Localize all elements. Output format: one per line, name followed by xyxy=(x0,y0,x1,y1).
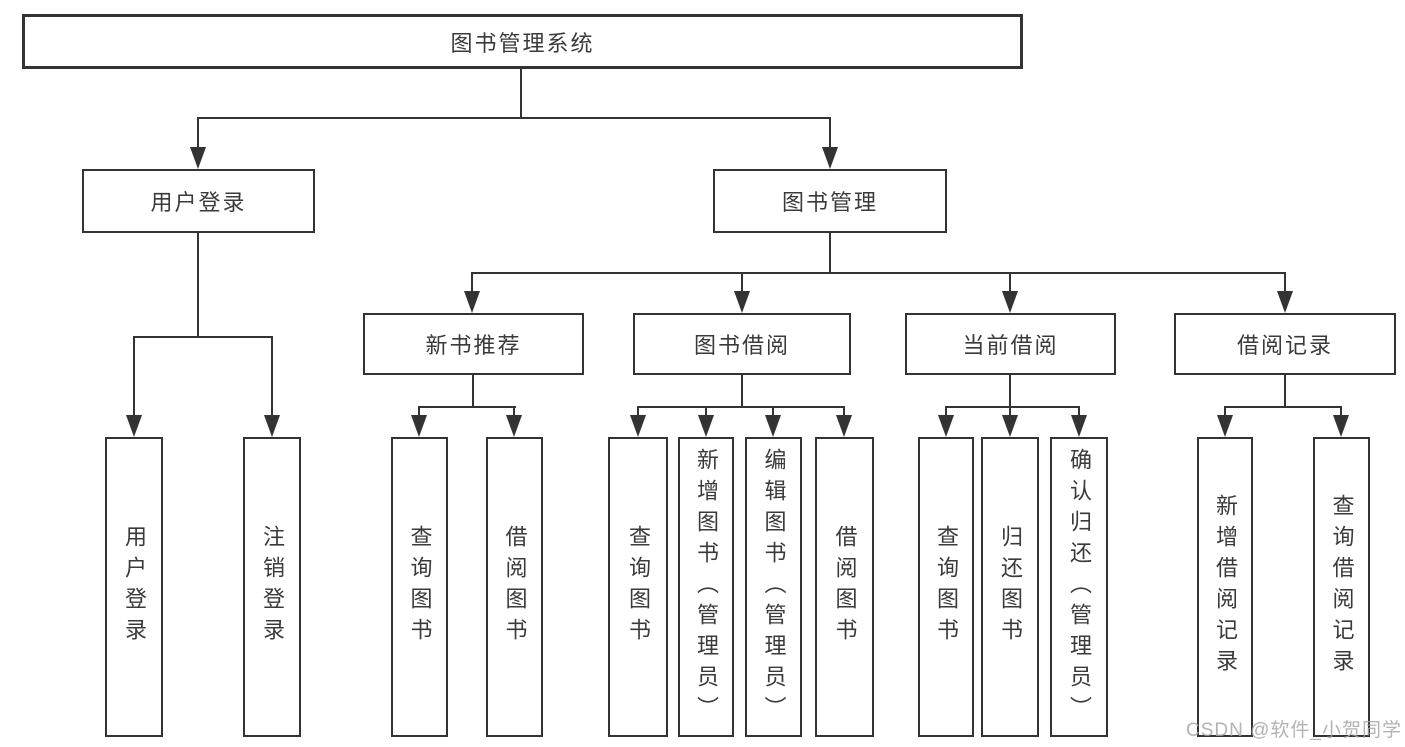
leaf-borrow-books: 借阅图书 xyxy=(815,437,874,737)
node-current-borrowing: 当前借阅 xyxy=(905,313,1116,375)
arrow-down-icon xyxy=(1071,415,1087,437)
connector-stem xyxy=(1284,375,1286,408)
leaf-label: 新增图书（管理员） xyxy=(694,447,719,727)
connector-drop-user-login xyxy=(197,117,199,150)
node-label: 图书管理系统 xyxy=(450,30,595,56)
node-label: 图书管理 xyxy=(781,190,878,215)
connector-user-login-stem xyxy=(197,233,199,337)
leaf-label: 查询图书 xyxy=(626,525,651,649)
node-label: 新书推荐 xyxy=(425,333,522,358)
connector-drop-leaf xyxy=(637,406,639,420)
node-book-borrowing: 图书借阅 xyxy=(633,313,851,375)
leaf-return-books: 归还图书 xyxy=(981,437,1039,737)
arrow-down-icon xyxy=(126,415,142,437)
connector-drop-leaf xyxy=(418,406,420,420)
connector-drop-leaf xyxy=(1340,406,1342,420)
arrow-down-icon xyxy=(630,415,646,437)
connector-drop-book-borrow xyxy=(741,272,743,294)
connector-drop-leaf xyxy=(843,406,845,420)
arrow-down-icon xyxy=(734,291,750,313)
connector-bar xyxy=(418,406,516,408)
node-book-management: 图书管理 xyxy=(713,169,947,233)
leaf-label: 归还图书 xyxy=(998,525,1023,649)
connector-drop-leaf xyxy=(1224,406,1226,420)
connector-level3-bar xyxy=(471,272,1286,274)
leaf-label: 借阅图书 xyxy=(502,525,528,649)
connector-drop-leaf xyxy=(945,406,947,420)
connector-drop-leaf xyxy=(1078,406,1080,420)
arrow-down-icon xyxy=(822,147,838,169)
node-new-book-recommend: 新书推荐 xyxy=(363,313,584,375)
leaf-label: 注销登录 xyxy=(260,525,285,649)
leaf-label: 用户登录 xyxy=(122,525,147,649)
connector-drop-leaf xyxy=(513,406,515,420)
connector-drop-borrow-records xyxy=(1284,272,1286,294)
leaf-user-login: 用户登录 xyxy=(105,437,163,737)
connector-drop-new-book xyxy=(471,272,473,294)
leaf-add-borrow-record: 新增借阅记录 xyxy=(1197,437,1253,737)
connector-drop-leaf xyxy=(133,336,135,416)
leaf-label: 编辑图书（管理员） xyxy=(761,447,787,727)
arrow-down-icon xyxy=(1333,415,1349,437)
connector-drop-leaf xyxy=(271,336,273,416)
leaf-edit-books-admin: 编辑图书（管理员） xyxy=(745,437,802,737)
leaf-label: 新增借阅记录 xyxy=(1213,494,1238,680)
leaf-query-books-recommend: 查询图书 xyxy=(391,437,448,737)
arrow-down-icon xyxy=(1002,415,1018,437)
arrow-down-icon xyxy=(765,415,781,437)
connector-drop-book-mgmt xyxy=(829,117,831,150)
leaf-query-borrow-record: 查询借阅记录 xyxy=(1313,437,1370,737)
node-label: 借阅记录 xyxy=(1236,333,1333,358)
node-user-login: 用户登录 xyxy=(82,169,315,233)
connector-bar xyxy=(637,406,845,408)
connector-drop-leaf xyxy=(705,406,707,420)
leaf-label: 查询图书 xyxy=(407,525,433,649)
node-label: 当前借阅 xyxy=(962,333,1059,358)
leaf-borrow-books-recommend: 借阅图书 xyxy=(486,437,543,737)
connector-drop-leaf xyxy=(772,406,774,420)
arrow-down-icon xyxy=(411,415,427,437)
csdn-watermark: CSDN @软件_小贺同学 xyxy=(1186,720,1402,741)
node-borrowing-records: 借阅记录 xyxy=(1174,313,1396,375)
leaf-logout: 注销登录 xyxy=(243,437,301,737)
connector-stem xyxy=(472,375,474,408)
connector-user-login-bar xyxy=(133,336,273,338)
arrow-down-icon xyxy=(506,415,522,437)
connector-drop-current-borrow xyxy=(1009,272,1011,294)
leaf-query-books-current: 查询图书 xyxy=(918,437,974,737)
arrow-down-icon xyxy=(190,147,206,169)
connector-bar xyxy=(1224,406,1342,408)
node-label: 用户登录 xyxy=(150,190,247,215)
leaf-label: 确认归还（管理员） xyxy=(1067,447,1092,727)
connector-level1-bar xyxy=(197,117,831,119)
connector-stem xyxy=(741,375,743,408)
arrow-down-icon xyxy=(264,415,280,437)
arrow-down-icon xyxy=(938,415,954,437)
connector-stem xyxy=(1009,375,1011,408)
node-library-management-system: 图书管理系统 xyxy=(22,14,1023,69)
leaf-query-books-borrowing: 查询图书 xyxy=(608,437,668,737)
arrow-down-icon xyxy=(836,415,852,437)
leaf-label: 查询图书 xyxy=(934,525,959,649)
leaf-add-books-admin: 新增图书（管理员） xyxy=(678,437,734,737)
arrow-down-icon xyxy=(1277,291,1293,313)
connector-drop-leaf xyxy=(1009,406,1011,420)
leaf-label: 查询借阅记录 xyxy=(1329,494,1355,680)
arrow-down-icon xyxy=(1217,415,1233,437)
arrow-down-icon xyxy=(464,291,480,313)
leaf-confirm-return-admin: 确认归还（管理员） xyxy=(1050,437,1108,737)
connector-bar xyxy=(945,406,1079,408)
connector-book-mgmt-stem xyxy=(829,233,831,274)
connector-root-stem xyxy=(520,69,522,119)
arrow-down-icon xyxy=(1002,291,1018,313)
leaf-label: 借阅图书 xyxy=(832,525,858,649)
node-label: 图书借阅 xyxy=(693,333,790,358)
arrow-down-icon xyxy=(698,415,714,437)
